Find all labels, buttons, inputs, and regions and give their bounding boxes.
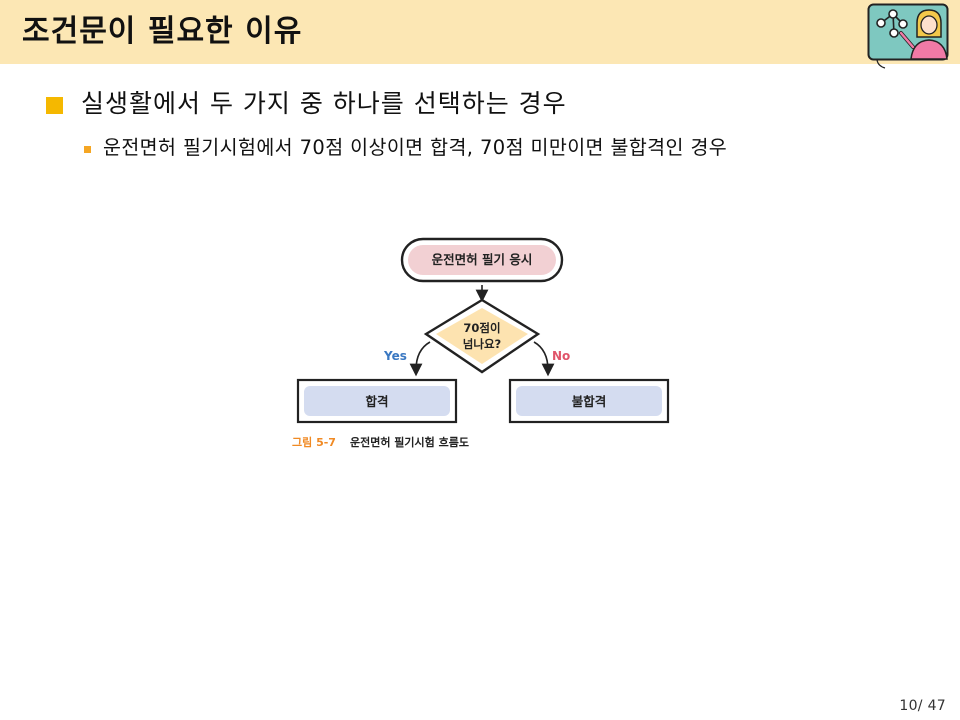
sub-bullet-item: 운전면허 필기시험에서 70점 이상이면 합격, 70점 미만이면 불합격인 경… (84, 136, 727, 160)
fail-label: 불합격 (572, 394, 607, 409)
title-bar: 조건문이 필요한 이유 (0, 0, 960, 64)
page-current: 10 (899, 698, 918, 714)
start-node-label: 운전면허 필기 응시 (432, 252, 533, 267)
pass-node: 합격 (296, 378, 458, 424)
bullet-item: 실생활에서 두 가지 중 하나를 선택하는 경우 (46, 89, 567, 118)
page-title: 조건문이 필요한 이유 (22, 14, 303, 49)
pass-label: 합격 (365, 394, 388, 409)
fail-node: 불합격 (508, 378, 670, 424)
no-label: No (552, 349, 570, 363)
decision-line2: 넘나요? (463, 337, 501, 351)
sub-bullet-square-icon (84, 145, 91, 153)
yes-label: Yes (383, 349, 407, 363)
figure-caption-number: 그림 5-7 (292, 436, 336, 449)
decision-line1: 70점이 (463, 321, 500, 335)
sub-bullet-text: 운전면허 필기시험에서 70점 이상이면 합격, 70점 미만이면 불합격인 경… (103, 136, 728, 159)
no-arrow (533, 341, 555, 377)
page-total: 47 (927, 698, 946, 714)
flowchart: 운전면허 필기 응시 70점이 넘나요? Yes No 합격 불합격 그림 5-… (292, 237, 670, 449)
decision-node: 70점이 넘나요? (423, 298, 541, 374)
start-node: 운전면허 필기 응시 (400, 237, 564, 283)
bullet-square-icon (46, 96, 63, 114)
bullet-text: 실생활에서 두 가지 중 하나를 선택하는 경우 (81, 89, 567, 118)
logo-pointer-icon (876, 60, 886, 69)
yes-arrow (409, 341, 431, 377)
figure-caption-text: 운전면허 필기시험 흐름도 (350, 435, 469, 449)
page-number: 10/ 47 (899, 698, 946, 714)
presenter-logo-icon (867, 3, 949, 61)
